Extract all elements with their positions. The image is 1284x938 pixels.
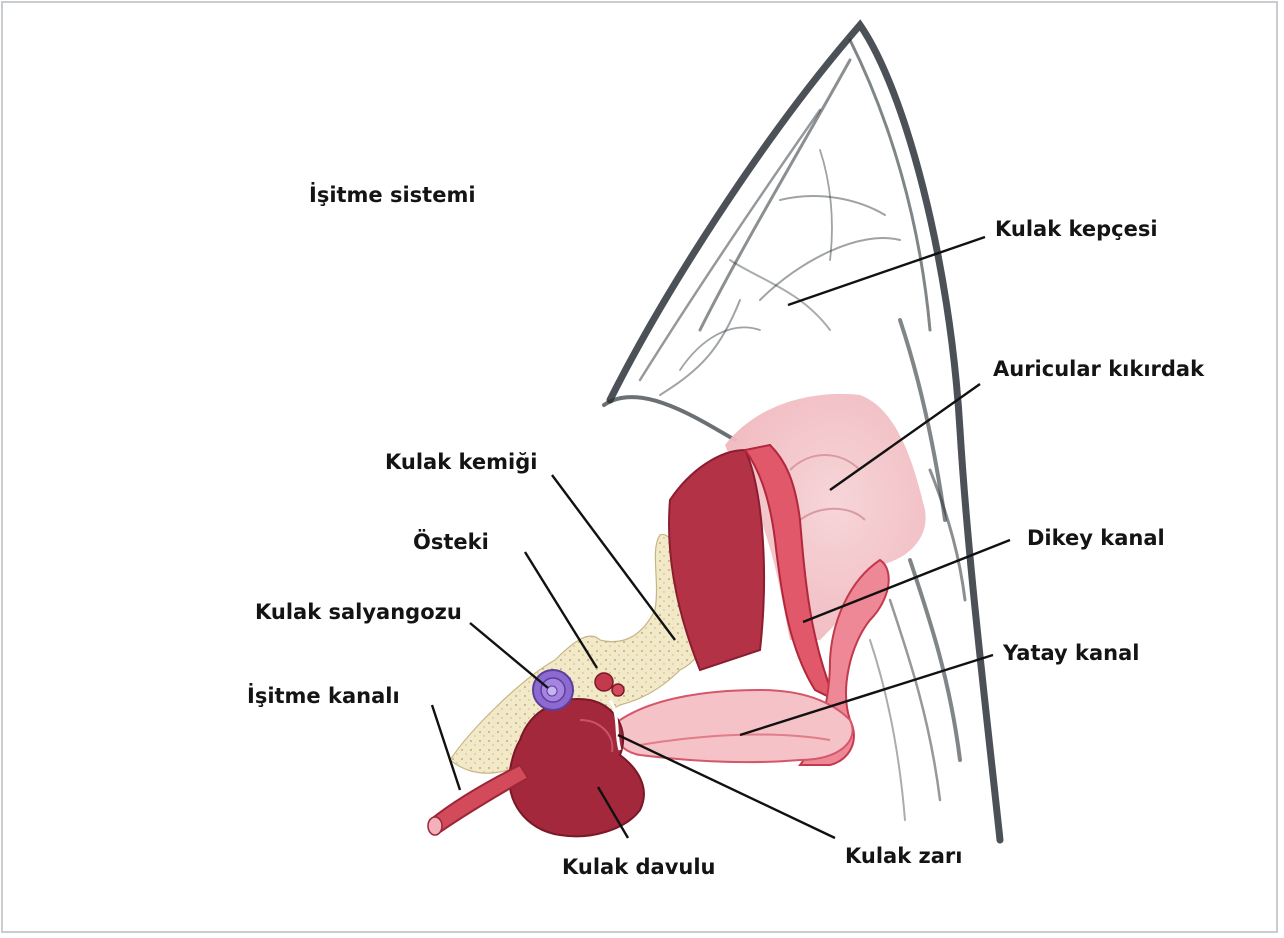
tube-opening <box>428 817 442 835</box>
leader-kulak-kepcesi <box>788 237 985 305</box>
diagram-title: İşitme sistemi <box>309 185 476 206</box>
cochlea <box>533 670 573 710</box>
label-osteki: Östeki <box>413 532 489 553</box>
label-kulak-zari: Kulak zarı <box>845 846 962 867</box>
label-kulak-kemigi: Kulak kemiği <box>385 452 537 473</box>
label-auricular-kikirdak: Auricular kıkırdak <box>993 359 1204 380</box>
label-kulak-kepcesi: Kulak kepçesi <box>995 219 1158 240</box>
label-kulak-salyangozu: Kulak salyangozu <box>255 602 462 623</box>
label-kulak-davulu: Kulak davulu <box>562 857 716 878</box>
label-isitme-kanali: İşitme kanalı <box>247 686 400 707</box>
leader-kulak-salyangozu <box>470 623 548 688</box>
label-yatay-kanal: Yatay kanal <box>1003 643 1139 664</box>
leader-isitme-kanali <box>432 705 460 790</box>
leader-osteki <box>525 552 597 668</box>
label-dikey-kanal: Dikey kanal <box>1027 528 1165 549</box>
